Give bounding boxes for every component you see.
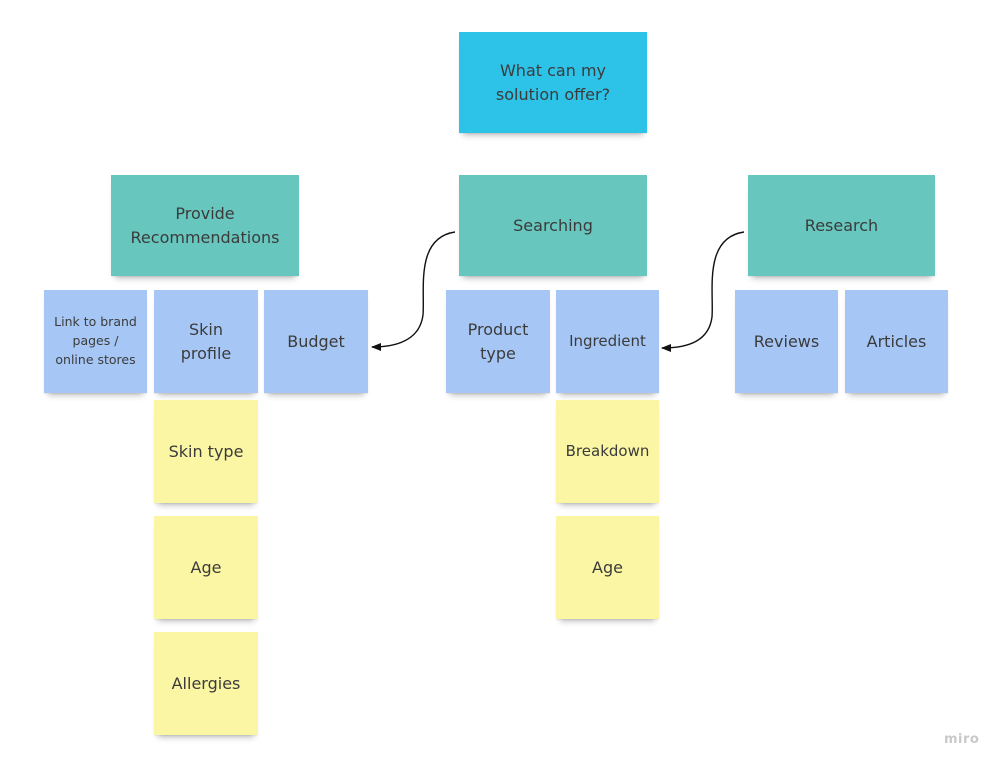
sticky-root-question[interactable]: What can my solution offer? [459,32,647,133]
sticky-text: Provide Recommendations [130,204,280,247]
connector-research-to-ingredient[interactable] [661,231,745,352]
miro-watermark: miro [944,732,980,747]
sticky-text: Allergies [171,673,241,693]
sticky-searching[interactable]: Searching [459,175,647,276]
sticky-text: Age [592,557,623,577]
sticky-text: Articles [866,331,927,351]
sticky-text: Reviews [753,331,820,351]
sticky-skin-profile[interactable]: Skin profile [154,290,258,393]
sticky-text: Ingredient [569,331,646,350]
sticky-reviews[interactable]: Reviews [735,290,838,393]
sticky-text: Link to brand pages / online stores [54,314,137,367]
connector-searching-to-budget[interactable] [371,231,456,351]
sticky-text: Skin profile [180,320,232,363]
sticky-articles[interactable]: Articles [845,290,948,393]
sticky-text: Product type [467,320,529,363]
sticky-text: Age [190,557,222,577]
sticky-research[interactable]: Research [748,175,935,276]
sticky-skin-type[interactable]: Skin type [154,400,258,503]
sticky-budget[interactable]: Budget [264,290,368,393]
sticky-text: Searching [513,215,593,235]
sticky-text: Research [804,215,879,235]
sticky-text: Skin type [168,441,244,461]
sticky-product-type[interactable]: Product type [446,290,550,393]
sticky-provide-recommendations[interactable]: Provide Recommendations [111,175,299,276]
sticky-age-skin-profile[interactable]: Age [154,516,258,619]
sticky-text: Breakdown [565,441,650,460]
sticky-text: What can my solution offer? [495,61,611,104]
sticky-link-to-brand-pages[interactable]: Link to brand pages / online stores [44,290,147,393]
sticky-allergies[interactable]: Allergies [154,632,258,735]
sticky-breakdown[interactable]: Breakdown [556,400,659,503]
sticky-ingredient[interactable]: Ingredient [556,290,659,393]
sticky-age-ingredient[interactable]: Age [556,516,659,619]
sticky-text: Budget [287,331,345,351]
